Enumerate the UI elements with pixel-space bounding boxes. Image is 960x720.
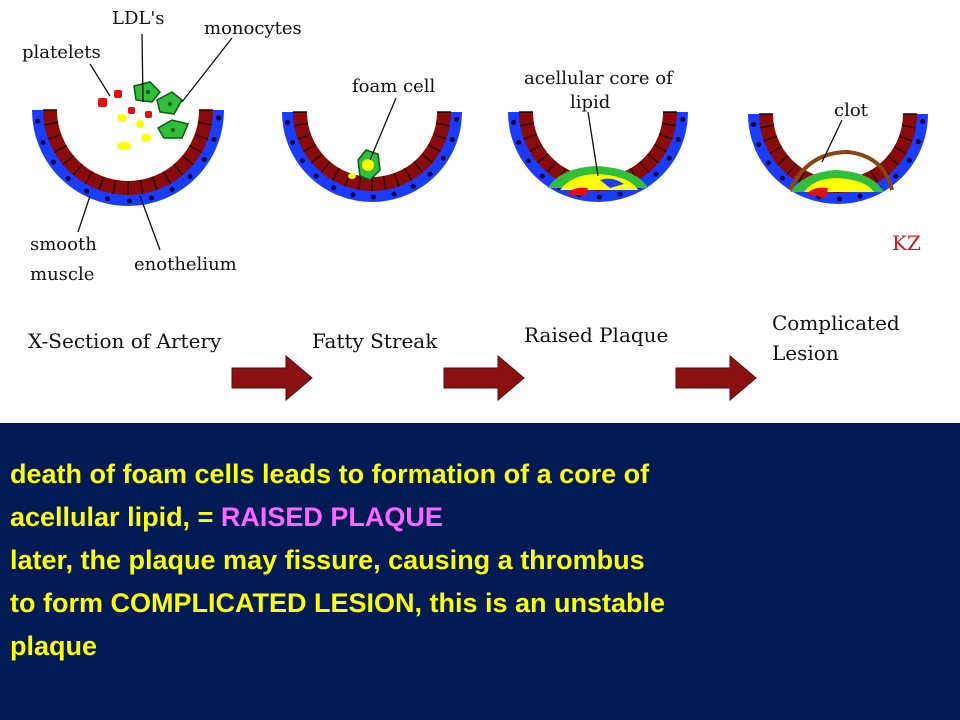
ldl-particle: [141, 134, 151, 142]
stage-label-raised-plaque: Raised Plaque: [524, 323, 668, 347]
stage-label-cross-section: X-Section of Artery: [28, 329, 222, 353]
progression-arrow: [443, 354, 525, 402]
platelet: [114, 90, 122, 98]
caption-panel: death of foam cells leads to formation o…: [0, 423, 960, 720]
label-foam-cell: foam cell: [352, 76, 436, 97]
label-clot: clot: [834, 100, 869, 121]
caption-line-3: later, the plaque may fissure, causing a…: [10, 545, 645, 575]
ldl-particle: [348, 173, 356, 179]
ldl-particle: [362, 159, 374, 171]
diagram-canvas: platelets LDL's monocytes smooth muscle …: [22, 8, 928, 402]
caption-line-4: to form COMPLICATED LESION, this is an u…: [10, 588, 666, 618]
platelet: [145, 111, 152, 118]
progression-arrows: [231, 354, 757, 402]
ldl-particle: [117, 114, 127, 122]
raised-plaque-highlight: RAISED PLAQUE: [220, 502, 443, 532]
plaque-blue: [600, 178, 624, 188]
stage1-particles: [98, 81, 190, 150]
artery-cross-section: [32, 109, 224, 206]
ldl-particle: [136, 120, 144, 128]
atherosclerosis-diagram: platelets LDL's monocytes smooth muscle …: [22, 8, 928, 402]
thrombus-clot: [788, 149, 894, 191]
caption-line-1: death of foam cells leads to formation o…: [10, 459, 650, 489]
label-smooth: smooth: [30, 234, 97, 255]
stage4-lesion: [788, 149, 894, 198]
platelet: [98, 98, 107, 107]
label-monocytes: monocytes: [204, 18, 302, 39]
label-endothelium: enothelium: [134, 254, 237, 275]
label-ldls: LDL's: [112, 8, 165, 29]
artery-cross-section: [282, 111, 462, 202]
signature-kz: KZ: [892, 231, 921, 255]
caption-text: death of foam cells leads to formation o…: [10, 453, 950, 668]
stage-label-complicated: Complicated: [772, 311, 900, 335]
plaque-red: [566, 187, 588, 196]
label-muscle: muscle: [30, 264, 94, 285]
caption-line-5: plaque: [10, 631, 98, 661]
ldl-particle: [117, 142, 131, 150]
caption-line-2-prefix: acellular lipid, =: [10, 502, 221, 532]
plaque-red: [806, 187, 828, 198]
leader-lines: [77, 33, 843, 251]
label-acellular-core: acellular core of: [524, 68, 674, 89]
caption-line-2: acellular lipid, = RAISED PLAQUE: [10, 502, 443, 532]
progression-arrow: [675, 354, 757, 402]
stage3-lipid-core: [548, 166, 648, 196]
label-platelets: platelets: [22, 42, 101, 63]
label-lipid: lipid: [570, 92, 610, 113]
platelet: [128, 107, 135, 114]
progression-arrow: [231, 354, 313, 402]
stage2-foam-cell: [348, 149, 381, 181]
acellular-lipid-core: [560, 174, 638, 190]
stage-label-fatty-streak: Fatty Streak: [312, 329, 438, 353]
stage-label-lesion: Lesion: [772, 341, 839, 365]
